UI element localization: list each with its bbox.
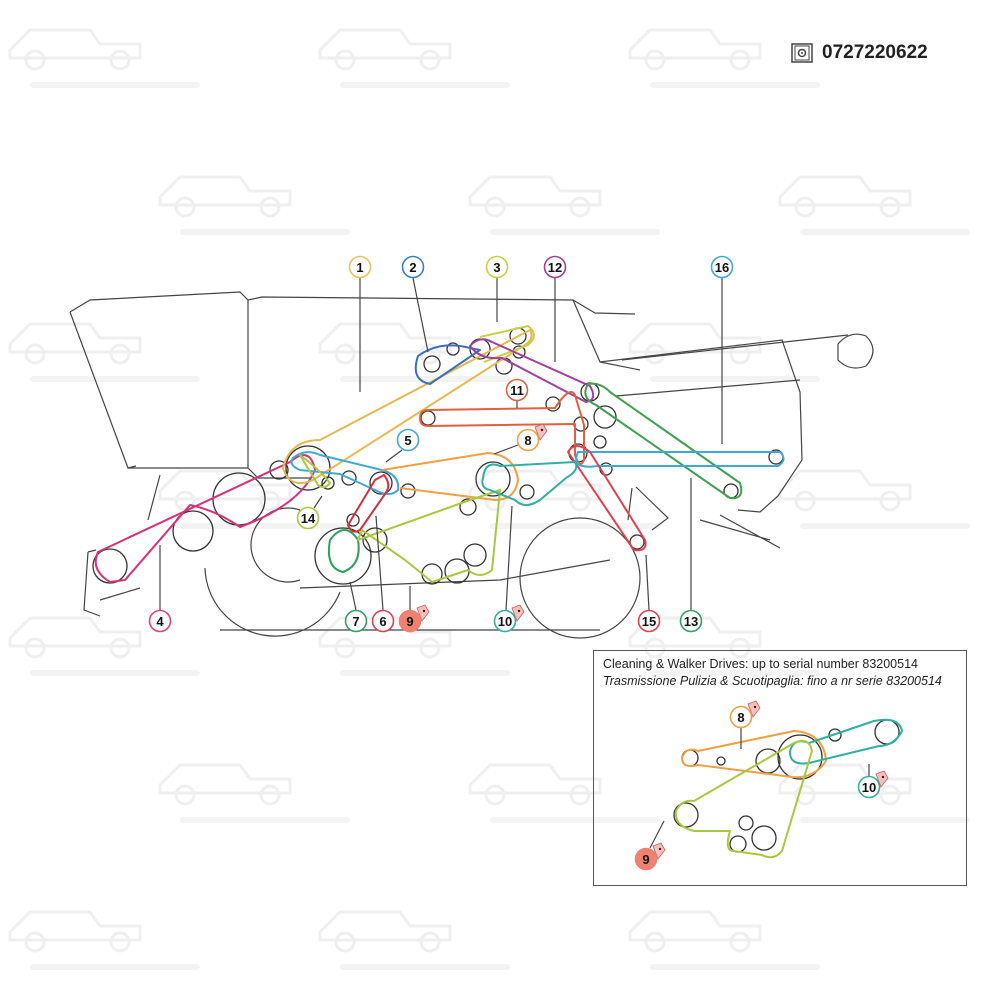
callout-number: 15 <box>642 614 656 629</box>
leader-line <box>349 581 357 611</box>
inset-panel: Cleaning & Walker Drives: up to serial n… <box>593 650 967 886</box>
callout-13[interactable]: 13 <box>679 478 703 633</box>
leader-line <box>375 515 384 611</box>
callout-circle <box>516 428 540 452</box>
callout-15[interactable]: 15 <box>637 554 661 633</box>
callout-number: 10 <box>498 614 512 629</box>
callout-circle <box>485 255 509 279</box>
inset-diagram: 8 10 9 <box>634 700 903 871</box>
belt-3 <box>479 325 535 363</box>
callout-number: 8 <box>524 433 531 448</box>
callout-number: 7 <box>352 614 359 629</box>
callout-8[interactable]: 8 <box>729 700 761 749</box>
callout-10[interactable]: 10 <box>857 764 889 799</box>
belt-8 <box>381 452 519 501</box>
callout-number: 14 <box>301 511 316 526</box>
callout-11[interactable]: 11 <box>505 378 529 409</box>
callout-number: 4 <box>156 614 164 629</box>
inset-title: Cleaning & Walker Drives: up to serial n… <box>603 657 918 671</box>
leader-line <box>493 444 519 455</box>
leader-line <box>649 820 665 849</box>
callout-circle <box>679 609 703 633</box>
callout-16[interactable]: 16 <box>710 255 734 445</box>
callout-number: 9 <box>406 614 413 629</box>
part-number: 0727220622 <box>822 42 928 63</box>
callout-circle <box>857 775 881 799</box>
combine-outline <box>69 291 874 639</box>
leader-line <box>313 495 323 509</box>
callout-circle <box>543 255 567 279</box>
leader-line <box>385 449 403 463</box>
callout-8[interactable]: 8 <box>493 423 548 455</box>
callout-circle <box>148 609 172 633</box>
belt-4 <box>94 454 316 583</box>
callout-circle <box>401 255 425 279</box>
callout-number: 10 <box>862 780 876 795</box>
callout-1[interactable]: 1 <box>348 255 372 393</box>
callout-9[interactable]: 9 <box>398 586 430 633</box>
belt-15 <box>567 445 647 552</box>
callout-number: 11 <box>510 383 524 398</box>
belts <box>94 325 785 583</box>
callout-12[interactable]: 12 <box>543 255 567 363</box>
callout-circle <box>344 609 368 633</box>
callout-number: 9 <box>642 852 649 867</box>
pulleys <box>92 327 784 585</box>
part-number-header: 0727220622 <box>790 42 928 64</box>
callout-circle <box>493 609 517 633</box>
callout-10[interactable]: 10 <box>493 505 525 633</box>
callout-5[interactable]: 5 <box>385 428 420 463</box>
callout-9[interactable]: 9 <box>634 820 666 871</box>
callout-2[interactable]: 2 <box>401 255 429 353</box>
callout-number: 8 <box>737 710 744 725</box>
callout-circle <box>396 428 420 452</box>
callout-circle <box>398 609 422 633</box>
callout-circle <box>710 255 734 279</box>
callout-number: 13 <box>684 614 698 629</box>
callout-number: 5 <box>404 433 411 448</box>
callout-number: 3 <box>493 260 500 275</box>
belt-1 <box>282 329 533 484</box>
belt-10 <box>481 461 578 506</box>
belt-6 <box>347 474 390 533</box>
belt-16 <box>575 451 785 468</box>
callout-14[interactable]: 14 <box>296 495 323 530</box>
callout-4[interactable]: 4 <box>148 545 172 633</box>
callout-number: 12 <box>548 260 562 275</box>
belt-5 <box>290 451 400 495</box>
callout-3[interactable]: 3 <box>485 255 509 323</box>
belt-11 <box>419 391 585 465</box>
belt-7 <box>327 529 360 573</box>
callout-circle <box>634 847 658 871</box>
belt-2 <box>414 344 481 385</box>
callout-circle <box>729 705 753 729</box>
belt-14 <box>299 454 331 489</box>
belt-9 <box>357 489 501 583</box>
belt-12 <box>469 338 595 403</box>
leader-line <box>645 554 650 611</box>
callout-number: 16 <box>715 260 729 275</box>
callout-7[interactable]: 7 <box>344 581 368 633</box>
belt-13 <box>584 382 743 500</box>
callout-circle <box>371 609 395 633</box>
leader-line <box>505 505 513 611</box>
leader-line <box>412 277 429 353</box>
callout-circle <box>296 506 320 530</box>
inset-subtitle: Trasmissione Pulizia & Scuotipaglia: fin… <box>603 674 942 688</box>
callout-number: 6 <box>379 614 386 629</box>
callout-circle <box>348 255 372 279</box>
manual-gear-icon <box>791 43 813 63</box>
callout-circle <box>637 609 661 633</box>
callout-circle <box>505 378 529 402</box>
callout-6[interactable]: 6 <box>371 515 395 633</box>
callout-number: 1 <box>356 260 363 275</box>
callout-number: 2 <box>409 260 416 275</box>
